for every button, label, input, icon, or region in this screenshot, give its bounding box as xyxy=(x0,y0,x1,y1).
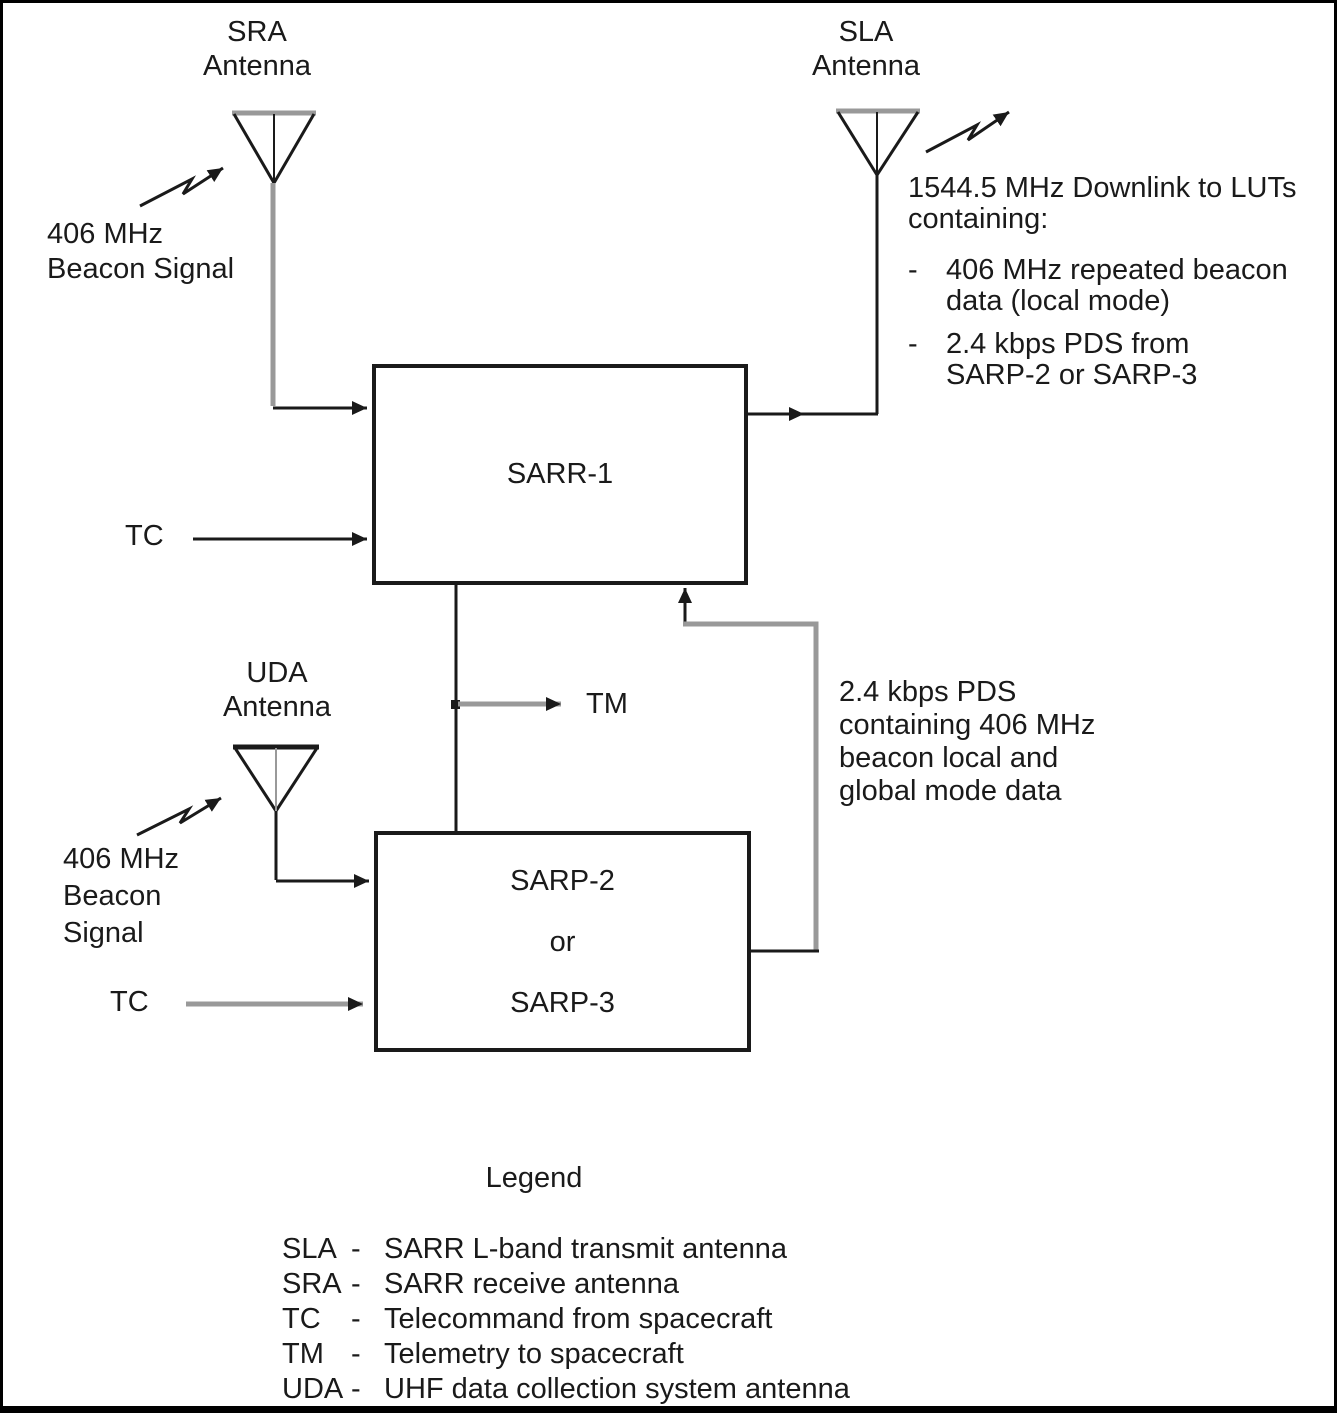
uda-antenna-name: UDA xyxy=(246,657,308,689)
sra-beacon-line1: 406 MHz xyxy=(47,218,164,250)
downlink-title-line2: containing: xyxy=(908,203,1049,235)
legend-row-sra: SRA - SARR receive antenna xyxy=(282,1267,850,1302)
uda-antenna-label: UDA Antenna xyxy=(197,656,357,724)
legend-desc: SARR L-band transmit antenna xyxy=(384,1233,787,1265)
sla-downlink-wave-arrow xyxy=(925,110,1010,154)
pds-note-line3: beacon local and xyxy=(839,742,1059,774)
legend-desc: Telemetry to spacecraft xyxy=(384,1338,684,1370)
bullet-dash: - xyxy=(908,328,918,360)
legend-row-sla: SLA - SARR L-band transmit antenna xyxy=(282,1232,850,1267)
sra-beacon-wave-arrow xyxy=(139,166,224,208)
downlink-bullet-2-line1: 2.4 kbps PDS from xyxy=(946,328,1190,360)
downlink-bullet-1-text: 406 MHz repeated beacon data (local mode… xyxy=(946,254,1334,317)
legend-title: Legend xyxy=(485,1162,583,1194)
uda-beacon-wave-arrow xyxy=(136,796,222,837)
pds-note-line1: 2.4 kbps PDS xyxy=(839,676,1017,708)
sra-beacon-signal-label: 406 MHz Beacon Signal xyxy=(47,217,234,287)
sra-antenna-label: SRA Antenna xyxy=(177,15,337,83)
tc-sarr1-label: TC xyxy=(125,520,164,552)
sla-antenna-icon xyxy=(836,108,920,176)
sarr1-box-label: SARR-1 xyxy=(506,458,614,490)
legend-desc: Telecommand from spacecraft xyxy=(384,1303,773,1335)
legend-table: SLA - SARR L-band transmit antenna SRA -… xyxy=(282,1232,850,1406)
sla-antenna-label: SLA Antenna xyxy=(786,15,946,83)
pds-annotation: 2.4 kbps PDS containing 406 MHz beacon l… xyxy=(839,676,1095,808)
legend-row-tm: TM - Telemetry to spacecraft xyxy=(282,1337,850,1372)
sarp-box-label-line1: SARP-2 xyxy=(510,864,615,897)
legend-abbr: TM xyxy=(282,1338,324,1370)
uda-beacon-line3: Signal xyxy=(63,917,144,949)
sla-antenna-type: Antenna xyxy=(811,50,921,82)
tm-junction-dot xyxy=(451,700,460,709)
sarp-box-label-line3: SARP-3 xyxy=(510,986,615,1019)
tm-label: TM xyxy=(586,688,628,720)
uda-beacon-line2: Beacon xyxy=(63,880,162,912)
downlink-annotation: 1544.5 MHz Downlink to LUTs containing: … xyxy=(908,172,1334,391)
uda-antenna-icon xyxy=(233,744,319,812)
uda-beacon-line1: 406 MHz xyxy=(63,843,180,875)
sarp-box: SARP-2 or SARP-3 xyxy=(374,831,751,1052)
legend-abbr: SRA xyxy=(282,1268,342,1300)
downlink-bullet-2: - 2.4 kbps PDS from SARP-2 or SARP-3 xyxy=(908,328,1334,391)
legend-desc: UHF data collection system antenna xyxy=(384,1373,850,1405)
legend-row-uda: UDA - UHF data collection system antenna xyxy=(282,1372,850,1406)
bullet-dash: - xyxy=(908,254,918,286)
pds-note-line2: containing 406 MHz xyxy=(839,709,1096,741)
downlink-bullet-2-line2: SARP-2 or SARP-3 xyxy=(946,359,1198,391)
sra-antenna-type: Antenna xyxy=(202,50,312,82)
legend-separator: - xyxy=(351,1268,361,1300)
diagram-lines-layer xyxy=(136,108,1010,1011)
sra-beacon-line2: Beacon Signal xyxy=(47,253,235,285)
legend-abbr: TC xyxy=(282,1303,321,1335)
sarr1-to-sla-arrowhead xyxy=(789,407,804,421)
sarp-box-label-line2: or xyxy=(549,925,576,958)
legend-separator: - xyxy=(351,1303,361,1335)
uda-antenna-type: Antenna xyxy=(222,691,332,723)
legend-separator: - xyxy=(351,1373,361,1405)
tc-sarp-label: TC xyxy=(110,986,149,1018)
sla-antenna-name: SLA xyxy=(838,16,894,48)
pds-gray-route xyxy=(683,621,819,951)
sarr1-box: SARR-1 xyxy=(372,364,748,585)
sra-antenna-icon xyxy=(232,110,316,184)
downlink-bullet-2-text: 2.4 kbps PDS from SARP-2 or SARP-3 xyxy=(946,328,1334,391)
downlink-bullet-1: - 406 MHz repeated beacon data (local mo… xyxy=(908,254,1334,317)
legend-abbr: SLA xyxy=(282,1233,337,1265)
legend-abbr: UDA xyxy=(282,1373,344,1405)
downlink-title-line1: 1544.5 MHz Downlink to LUTs xyxy=(908,172,1297,204)
legend-separator: - xyxy=(351,1233,361,1265)
legend-desc: SARR receive antenna xyxy=(384,1268,679,1300)
uda-beacon-signal-label: 406 MHz Beacon Signal xyxy=(63,841,179,952)
legend-separator: - xyxy=(351,1338,361,1370)
sra-antenna-name: SRA xyxy=(227,16,287,48)
downlink-bullet-1-line1: 406 MHz repeated beacon xyxy=(946,254,1288,286)
downlink-bullet-1-line2: data (local mode) xyxy=(946,285,1171,317)
legend-row-tc: TC - Telecommand from spacecraft xyxy=(282,1302,850,1337)
pds-note-line4: global mode data xyxy=(839,775,1062,807)
